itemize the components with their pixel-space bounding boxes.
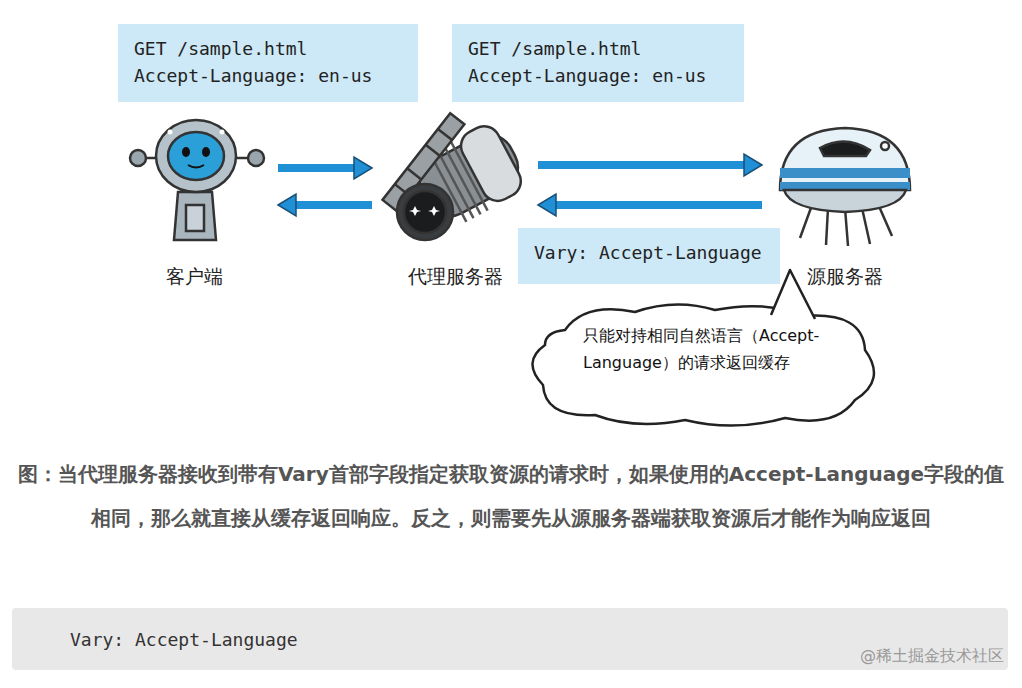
node-text: 只能对持相同自然语言（Accept-Language）的请求返回缓存	[583, 322, 835, 376]
node-text: GET /sample.html	[468, 35, 728, 62]
node-text: Vary: Accept-Language	[534, 239, 764, 266]
node-text: Vary: Accept-Language	[70, 629, 298, 650]
arrow-connector	[278, 157, 372, 179]
node-text: GET /sample.html	[134, 35, 402, 62]
client-robot	[130, 120, 264, 240]
client-node: 客户端	[114, 118, 274, 290]
node-text: Accept-Language: en-us	[134, 62, 402, 89]
speech-bubble: 只能对持相同自然语言（Accept-Language）的请求返回缓存	[525, 300, 880, 426]
watermark: @稀土掘金技术社区	[860, 646, 1004, 667]
origin-node: 源服务器	[766, 118, 924, 290]
origin-server	[780, 128, 910, 246]
proxy-server	[382, 113, 531, 240]
node-text: Accept-Language: en-us	[468, 62, 728, 89]
request-box: GET /sample.htmlAccept-Language: en-us	[452, 24, 744, 102]
node-label: 代理服务器	[376, 264, 534, 290]
code-block: Vary: Accept-Language	[12, 608, 1008, 670]
proxy-node: 代理服务器	[376, 112, 534, 290]
node-label: 客户端	[114, 264, 274, 290]
vary-header-box: Vary: Accept-Language	[518, 228, 780, 284]
request-box: GET /sample.htmlAccept-Language: en-us	[118, 24, 418, 102]
arrow-connector	[538, 154, 762, 176]
arrow-connector	[278, 194, 372, 216]
arrow-connector	[538, 194, 762, 216]
caption: 图：当代理服务器接收到带有Vary首部字段指定获取资源的请求时，如果使用的Acc…	[11, 452, 1011, 540]
